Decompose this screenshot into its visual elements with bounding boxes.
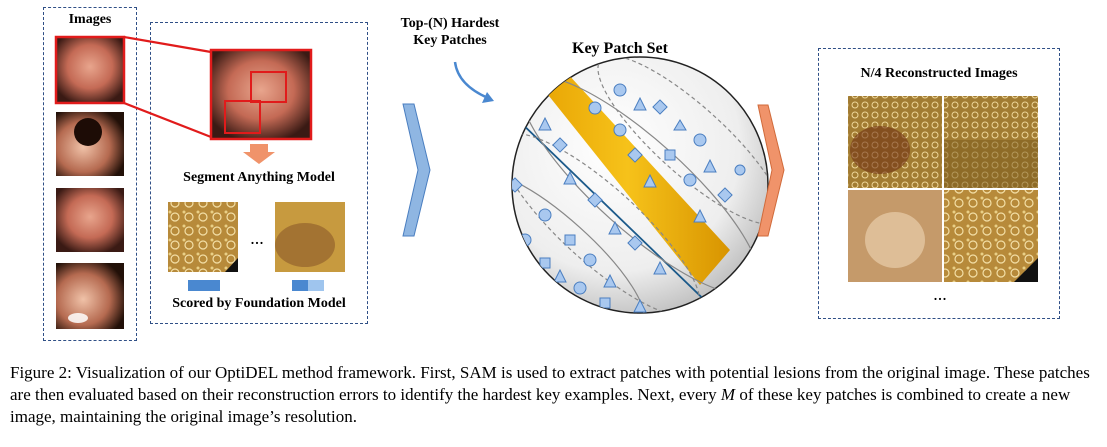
chevron-blue-icon bbox=[402, 103, 431, 237]
patch-box-2 bbox=[224, 100, 261, 134]
down-arrow bbox=[243, 144, 275, 164]
zoom-line-top bbox=[123, 35, 212, 54]
zoom-line-bottom bbox=[123, 101, 212, 139]
hardest-label-line2: Key Patches bbox=[413, 33, 487, 48]
caption-part2: of these key patches is combined to crea… bbox=[10, 385, 1071, 426]
score-bar-1 bbox=[188, 280, 220, 291]
band-line bbox=[512, 89, 721, 313]
patch-panel bbox=[150, 22, 368, 324]
images-panel bbox=[43, 7, 137, 341]
hardest-pointer-arrow bbox=[453, 61, 489, 100]
hardest-band bbox=[525, 60, 730, 285]
patch-box-1 bbox=[250, 71, 287, 103]
key-patch-set-title: Key Patch Set bbox=[572, 40, 668, 57]
key-patch-sphere bbox=[511, 56, 769, 314]
hardest-pointer-head bbox=[482, 92, 494, 103]
ellipsis-patches: ... bbox=[250, 228, 264, 248]
images-label: Images bbox=[68, 12, 112, 27]
thumbnail-1 bbox=[56, 37, 124, 103]
patch-2-shade bbox=[275, 223, 335, 267]
reconstructed-panel bbox=[818, 48, 1060, 319]
reconstructed-grid bbox=[848, 96, 1038, 282]
ellipsis-recon: ... bbox=[933, 284, 947, 304]
thumbnail-2-lumen bbox=[74, 118, 102, 146]
zoomed-image-border bbox=[209, 48, 313, 141]
thumbnail-4-glare bbox=[68, 313, 88, 323]
caption-part1: Figure 2: Visualization of our OptiDEL m… bbox=[10, 363, 1090, 404]
thumbnail-4 bbox=[56, 263, 124, 329]
thumbnail-1-highlight bbox=[54, 35, 126, 105]
hardest-label-line1: Top-(N) Hardest bbox=[400, 16, 500, 31]
patch-1-corner bbox=[225, 258, 238, 272]
sam-label: Segment Anything Model bbox=[183, 170, 335, 185]
scored-label: Scored by Foundation Model bbox=[172, 296, 346, 311]
score-bar-2-dark bbox=[292, 280, 308, 291]
chevron-orange-icon bbox=[757, 104, 785, 237]
colonoscopy-thumbnails bbox=[54, 35, 126, 329]
thumbnail-3 bbox=[56, 188, 124, 252]
patch-1 bbox=[168, 202, 238, 272]
reconstructed-label: N/4 Reconstructed Images bbox=[860, 66, 1018, 81]
score-bar-2-light bbox=[308, 280, 324, 291]
recon-4 bbox=[944, 190, 1038, 282]
caption-math: M bbox=[720, 385, 736, 404]
figure-caption: Figure 2: Visualization of our OptiDEL m… bbox=[10, 362, 1100, 428]
